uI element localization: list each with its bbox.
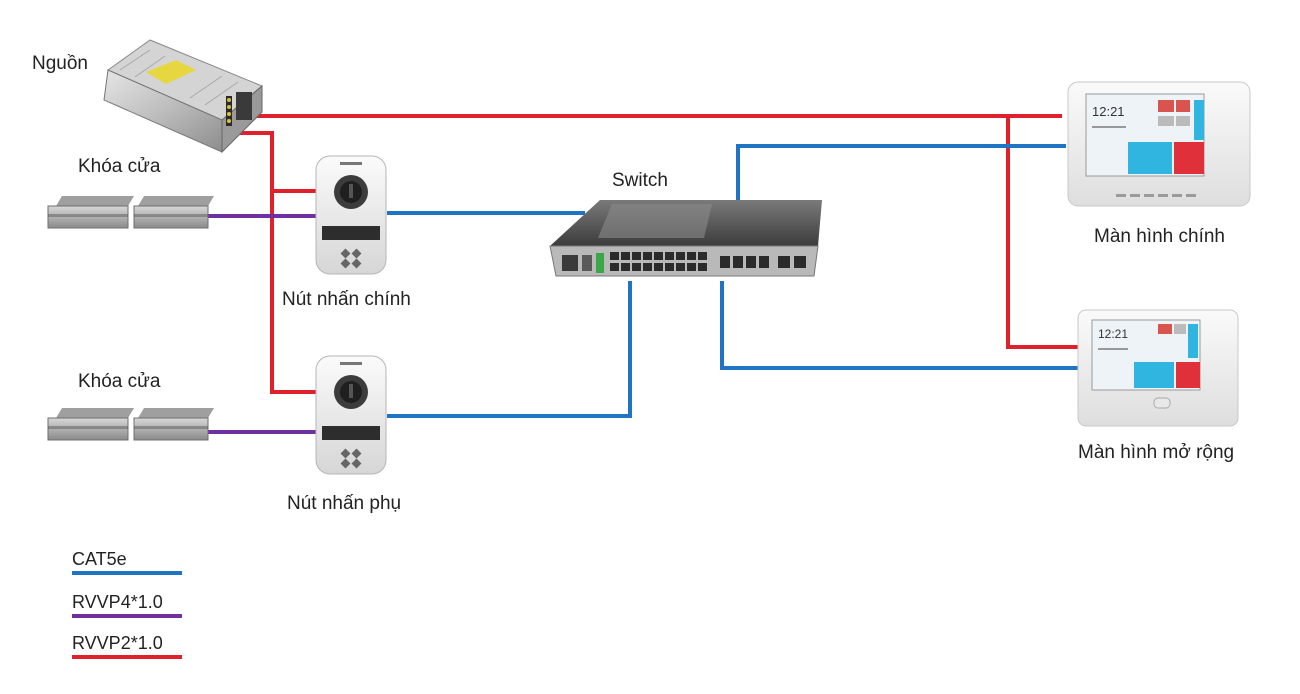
legend-label-rvvp4: RVVP4*1.0 [72,592,163,612]
label-main-monitor: Màn hình chính [1094,226,1225,247]
power-wires [232,114,1078,394]
door-station-icon [315,155,387,275]
network-wire-main-monitor [736,144,1066,200]
label-ext-monitor: Màn hình mở rộng [1078,442,1235,463]
magnetic-lock-icon [47,408,214,441]
label-main-button: Nút nhấn chính [282,289,411,310]
power-wire-ext-monitor [1006,116,1078,349]
monitor-clock: 12:21 [1092,104,1125,119]
legend-label-rvvp2: RVVP2*1.0 [72,633,163,653]
indoor-monitor-icon: 12:21 [1077,309,1239,427]
monitor-clock: 12:21 [1098,327,1128,341]
network-wires [387,144,1082,418]
label-door-lock-main: Khóa cửa [78,156,161,177]
magnetic-lock-icon [47,196,214,229]
power-wire-main-button [232,131,316,193]
network-wire-sub-button [387,281,632,418]
network-wire-ext-monitor [720,281,1082,370]
power-supply-icon [103,39,263,154]
label-sub-button: Nút nhấn phụ [287,493,402,514]
door-station-icon [315,355,387,475]
network-switch-icon [549,200,822,277]
label-door-lock-sub: Khóa cửa [78,371,161,392]
lock-wires [208,214,316,434]
label-power-supply: Nguồn [32,53,88,74]
legend-lines [72,571,182,659]
power-wire-sub-button [270,191,316,394]
label-switch: Switch [612,170,668,191]
legend-label-cat5e: CAT5e [72,549,127,569]
indoor-monitor-icon: 12:21 [1067,81,1251,207]
